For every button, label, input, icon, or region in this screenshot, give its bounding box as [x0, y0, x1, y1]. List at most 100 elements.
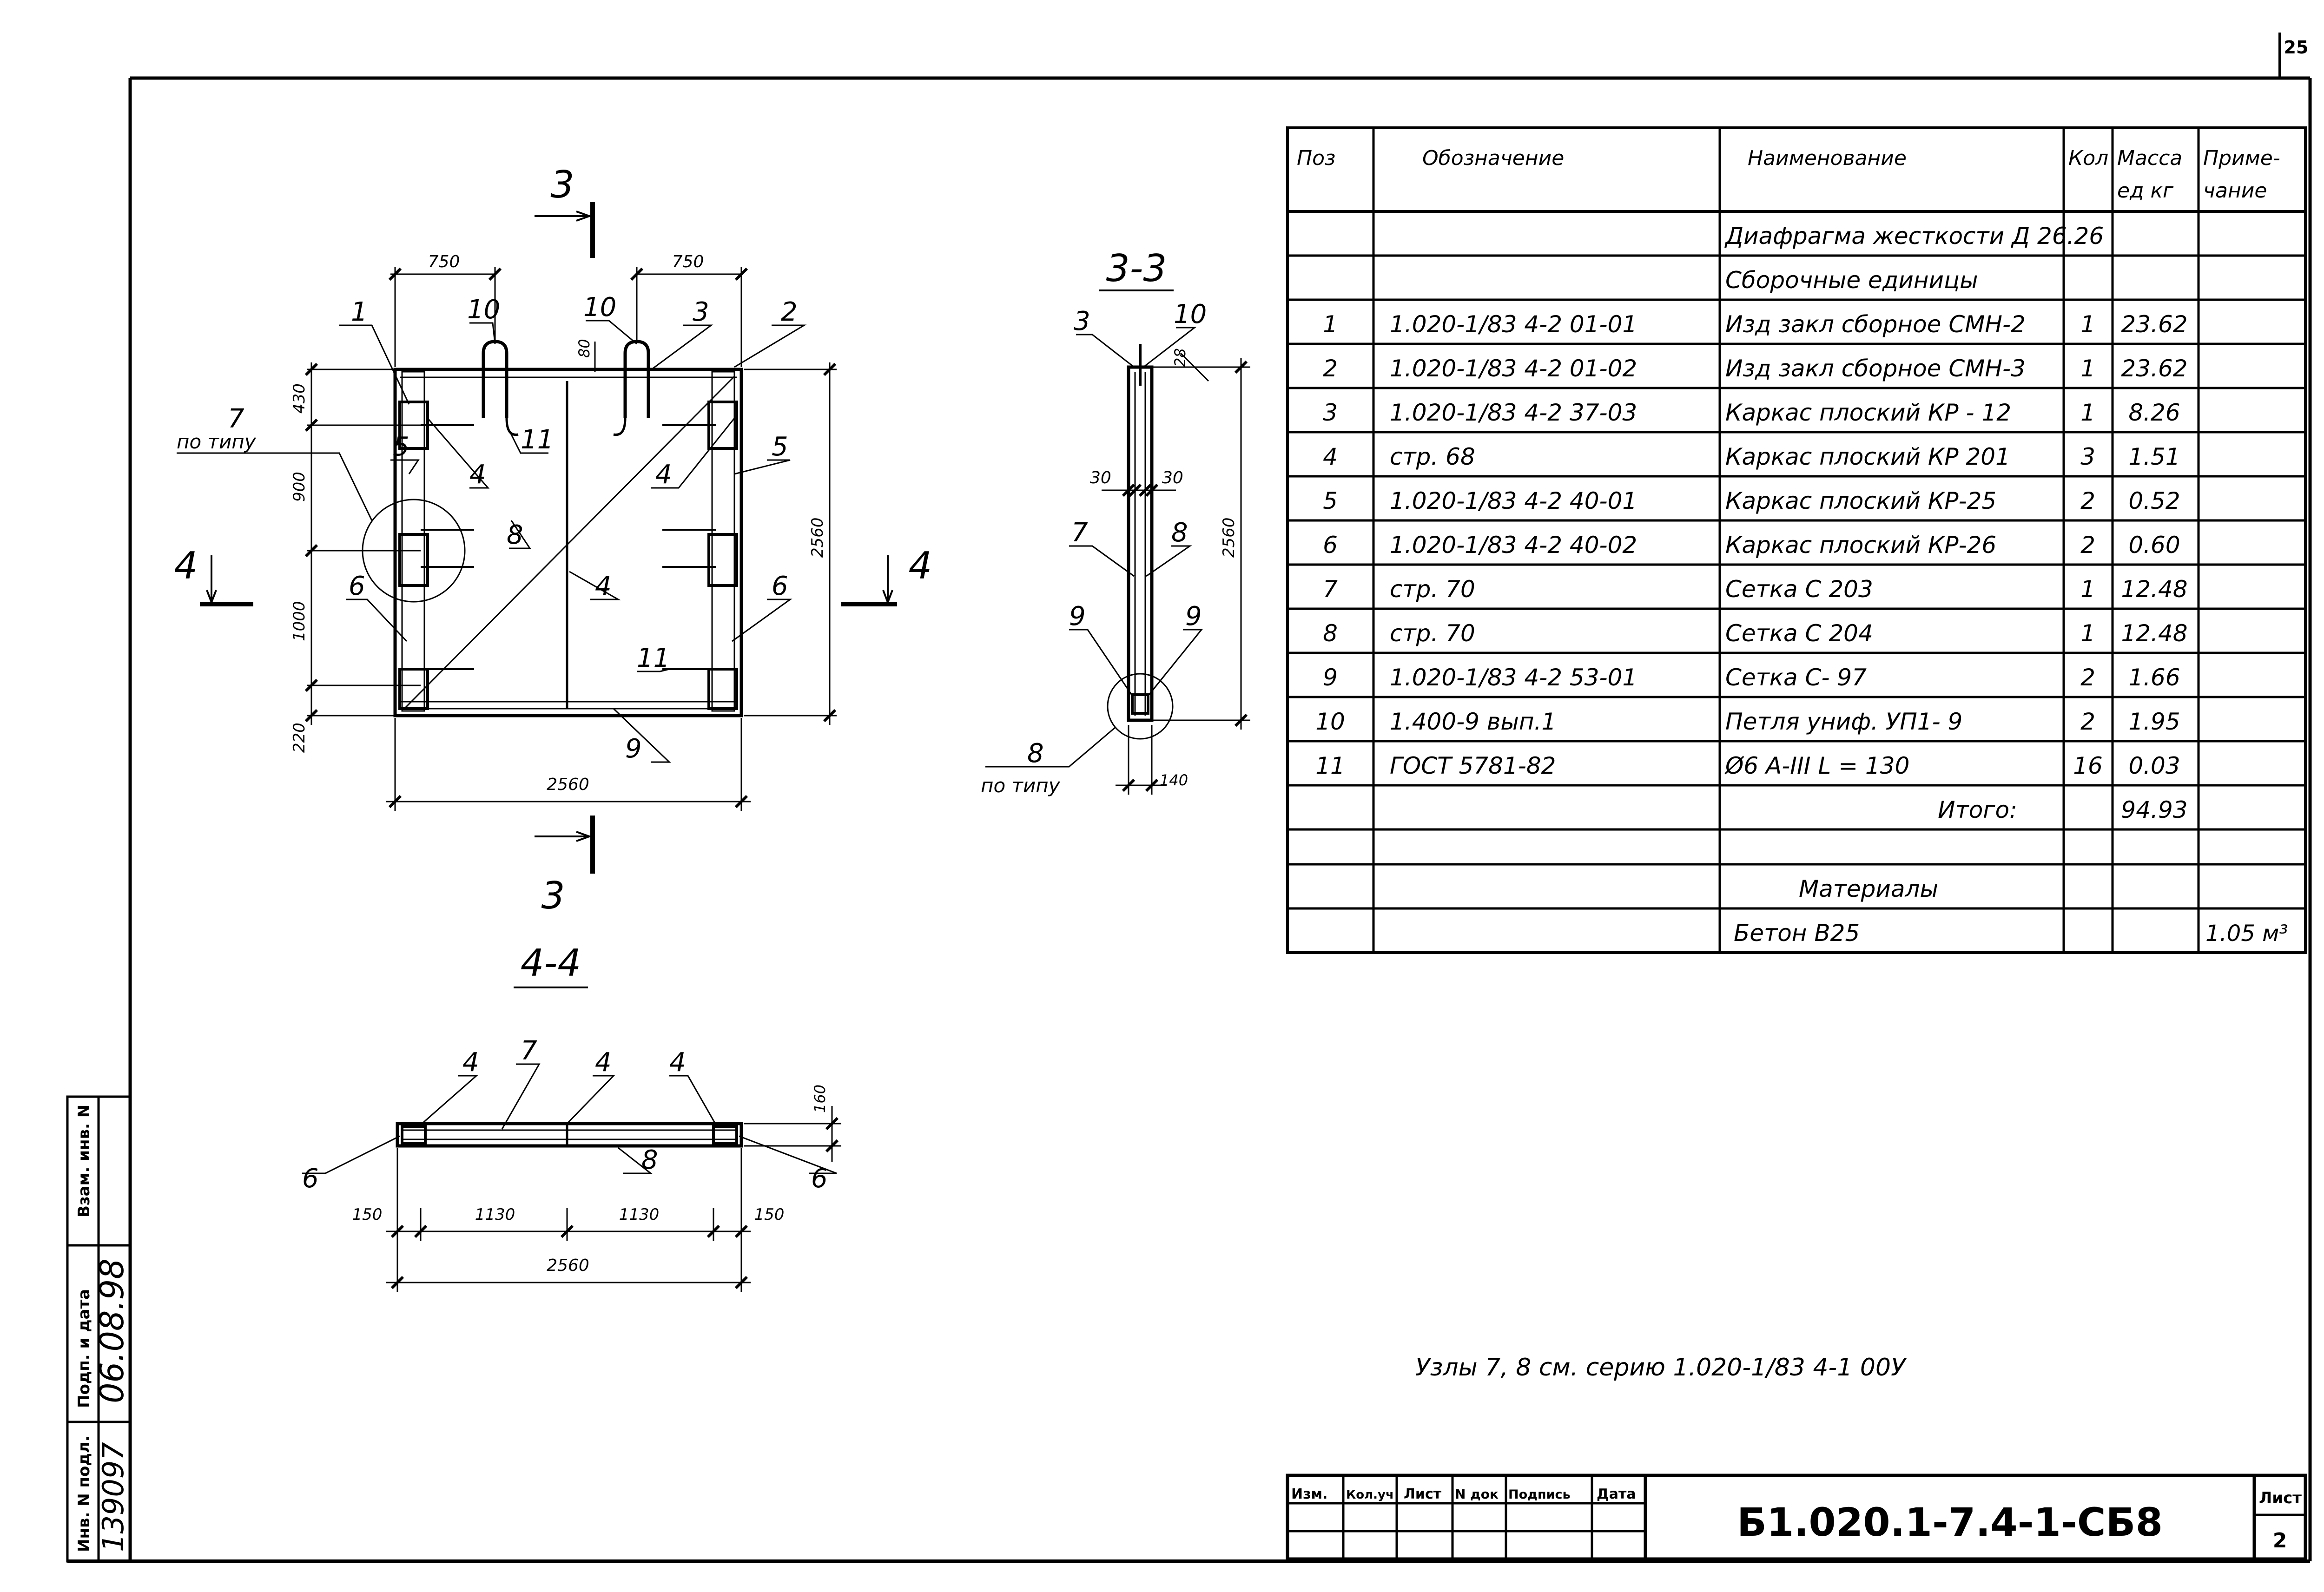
- s44-callout-4c: 4: [669, 1047, 686, 1078]
- spec-cell-name: Каркас плоский КР - 12: [1725, 399, 2011, 426]
- spec-row: Итого:94.93: [1938, 796, 2187, 823]
- spec-cell-name: Сборочные единицы: [1725, 267, 1978, 294]
- s33-dim-30b: 30: [1162, 468, 1183, 487]
- spec-cell-name: Каркас плоский КР-25: [1725, 487, 1996, 514]
- side-vzam-label: Взам. инв. N: [75, 1105, 93, 1217]
- s44-callout-4a: 4: [462, 1047, 479, 1078]
- spec-cell-poz: 4: [1323, 443, 1338, 470]
- dim-2560-bottom: 2560: [547, 775, 589, 794]
- spec-cell-mass: 12.48: [2121, 620, 2187, 647]
- callout-4b: 4: [655, 460, 672, 490]
- spec-cell-designation: 1.020-1/83 4-2 40-01: [1390, 487, 1637, 514]
- callout-5b: 5: [772, 432, 788, 462]
- sheet-frame: [67, 33, 2312, 1563]
- spec-cell-mass: 1.95: [2128, 708, 2180, 735]
- callout-11b: 11: [637, 643, 670, 673]
- spec-cell-poz: 8: [1323, 620, 1338, 647]
- side-inv-label: Инв. N подл.: [75, 1435, 93, 1552]
- spec-cell-designation: 1.020-1/83 4-2 01-01: [1390, 311, 1637, 338]
- s44-dim-150a: 150: [352, 1205, 383, 1224]
- spec-cell-qty: 2: [2080, 708, 2095, 735]
- hdr-designation: Обозначение: [1422, 146, 1564, 170]
- s44-callout-8: 8: [641, 1145, 658, 1175]
- callout-4c: 4: [595, 571, 612, 601]
- spec-cell-name: Материалы: [1799, 875, 1938, 902]
- callout-10b: 10: [583, 292, 616, 322]
- spec-cell-designation: 1.400-9 вып.1: [1390, 708, 1556, 735]
- spec-cell-qty: 2: [2080, 664, 2095, 691]
- spec-cell-qty: 1: [2080, 620, 2095, 647]
- section-3-label-top: 3: [551, 163, 574, 206]
- section-44-ticks: [390, 1117, 839, 1289]
- elevation-leaders: [177, 320, 807, 763]
- callout-7: 7: [228, 404, 244, 434]
- spec-cell-note: 1.05 м³: [2205, 921, 2288, 947]
- s44-dim-150b: 150: [754, 1205, 785, 1224]
- s33-dim-28: 28: [1171, 348, 1189, 367]
- spec-cell-name: Бетон В25: [1734, 920, 1860, 947]
- dim-750-right: 750: [672, 252, 704, 271]
- callout-1: 1: [351, 297, 368, 327]
- hdr-mass-1: Масса: [2117, 146, 2182, 170]
- callout-8: 8: [507, 520, 523, 550]
- callout-6a: 6: [349, 571, 365, 601]
- callout-10a: 10: [467, 295, 500, 325]
- s33-callout-9a: 9: [1069, 601, 1086, 632]
- s44-callout-4b: 4: [595, 1047, 612, 1078]
- spec-cell-qty: 3: [2080, 443, 2095, 470]
- title-block-text: Изм. Кол.уч Лист N док Подпись Дата Б1.0…: [1291, 1486, 2302, 1553]
- spec-cell-poz: 5: [1323, 487, 1338, 514]
- spec-cell-name: Диафрагма жесткости Д 26.26: [1724, 223, 2104, 250]
- spec-cell-mass: 23.62: [2121, 311, 2187, 338]
- section-4-label-left: 4: [174, 544, 198, 587]
- dim-1000: 1000: [290, 601, 309, 641]
- section-3-marks: [535, 202, 595, 874]
- section-4-label-right: 4: [909, 544, 932, 587]
- dim-220: 220: [290, 723, 309, 753]
- spec-cell-qty: 1: [2080, 576, 2095, 603]
- tb-ndok: N док: [1455, 1487, 1499, 1502]
- hdr-mass-2: ед кг: [2117, 179, 2174, 203]
- side-inv-value: 139097: [96, 1442, 130, 1552]
- s33-dim-140: 140: [1160, 771, 1188, 789]
- spec-cell-mass: 94.93: [2121, 796, 2187, 823]
- s44-dim-160: 160: [811, 1085, 829, 1113]
- s33-dim-2560: 2560: [1220, 517, 1238, 558]
- spec-cell-designation: ГОСТ 5781-82: [1390, 752, 1556, 779]
- spec-cell-designation: стр. 70: [1390, 576, 1475, 603]
- page-number: 25: [2284, 37, 2309, 58]
- spec-cell-designation: 1.020-1/83 4-2 40-02: [1390, 532, 1637, 559]
- tb-sheet-number: 2: [2273, 1529, 2287, 1553]
- elevation-callouts: 1 2 10 10 3 11 4 4 5 5 7 по типу 6 6 8 4…: [177, 292, 798, 764]
- spec-cell-name: Каркас плоский КР 201: [1725, 443, 2010, 470]
- spec-cell-qty: 16: [2073, 752, 2103, 779]
- title-block-grid: [1286, 1474, 2307, 1561]
- s44-dim-2560: 2560: [547, 1256, 589, 1275]
- spec-cell-poz: 10: [1315, 708, 1345, 735]
- elevation-dim-text: 750 750 80 430 900 1000 220 2560 2560: [290, 252, 827, 794]
- section-3-label-bottom: 3: [541, 874, 565, 917]
- callout-9: 9: [625, 734, 642, 764]
- side-stamp: [66, 1095, 132, 1563]
- nodes-note: Узлы 7, 8 см. серию 1.020-1/83 4-1 00У: [1415, 1354, 1907, 1381]
- section-33-text: 3 10 28 30 30 2560 7 8 9 9 8 по типу 140: [981, 299, 1238, 797]
- spec-cell-name: Сетка С 204: [1725, 620, 1873, 647]
- hdr-name: Наименование: [1748, 146, 1907, 170]
- tb-list: Лист: [1404, 1486, 1442, 1502]
- spec-row: Сборочные единицы: [1725, 267, 1978, 294]
- side-podp-value: 06.08.98: [93, 1258, 131, 1403]
- spec-cell-poz: 7: [1323, 576, 1338, 603]
- spec-cell-mass: 23.62: [2121, 355, 2187, 382]
- spec-row: Бетон В25 1.05 м³: [1734, 920, 2288, 947]
- spec-cell-mass: 12.48: [2121, 576, 2187, 603]
- tb-sheet-label: Лист: [2259, 1489, 2302, 1507]
